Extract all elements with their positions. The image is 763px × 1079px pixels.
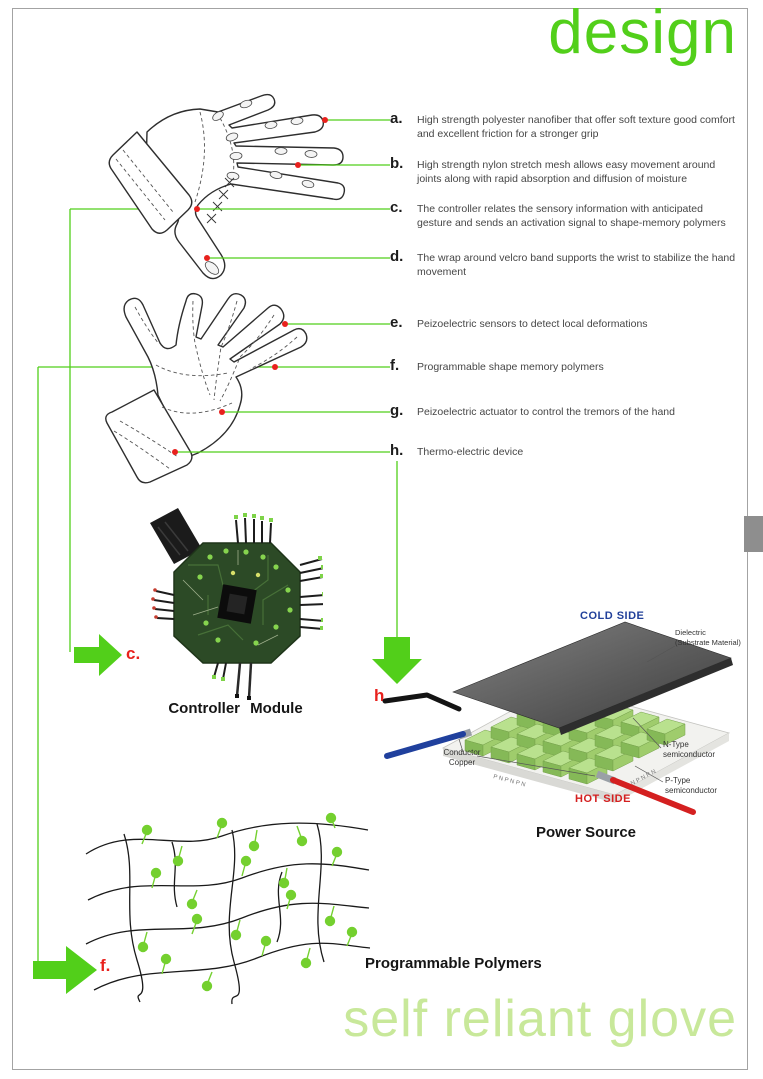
polymer-chains xyxy=(85,822,371,1005)
controller-module-caption: Controller Module xyxy=(168,700,303,717)
programmable-polymers-caption: Programmable Polymers xyxy=(365,955,542,972)
dielectric-label: Dielectric (Substrate Material) xyxy=(675,628,741,647)
annotation-row-g: g. Peizoelectric actuator to control the… xyxy=(390,402,738,420)
glove-palm-cuff xyxy=(105,389,193,484)
glove-back-illustration xyxy=(108,93,346,280)
annotation-text: The wrap around velcro band supports the… xyxy=(417,252,736,279)
power-source-module: P N P N P N P N P N P N COLD SIDE Dielec… xyxy=(375,606,747,856)
arrow-label-c: c. xyxy=(126,644,141,663)
programmable-polymers-illustration xyxy=(85,812,371,1005)
annotation-letter: g. xyxy=(390,402,404,419)
glove-palm-illustration xyxy=(105,292,308,484)
power-source-caption: Power Source xyxy=(535,824,637,841)
cold-side-label: COLD SIDE xyxy=(580,610,645,622)
annotation-text: High strength nylon stretch mesh allows … xyxy=(417,159,716,186)
controller-module-photo xyxy=(150,508,323,700)
annotation-letter: d. xyxy=(390,248,404,265)
polymer-beads xyxy=(137,812,358,992)
annotation-row-b: b. High strength nylon stretch mesh allo… xyxy=(390,155,738,187)
pin-headers xyxy=(153,517,323,680)
annotation-letter: e. xyxy=(390,314,403,331)
poster-title-design: design xyxy=(548,0,737,67)
annotation-row-f: f. Programmable shape memory polymers xyxy=(390,357,738,375)
poster-title-self-reliant-glove: self reliant glove xyxy=(343,990,737,1048)
thermoelectric-diagram: P N P N P N P N P N P N xyxy=(382,621,733,815)
annotation-text: The controller relates the sensory infor… xyxy=(417,203,726,230)
p-type-label: P-Type semiconductor xyxy=(665,776,718,796)
glove-back-outline xyxy=(144,93,346,280)
hot-wire xyxy=(610,777,696,815)
n-type-label: N-Type semiconductor xyxy=(663,740,716,760)
annotation-letter: h. xyxy=(390,442,404,459)
annotation-letter: b. xyxy=(390,155,404,172)
annotation-text: Thermo-electric device xyxy=(417,446,524,458)
glove-back-cuff xyxy=(108,131,193,234)
annotation-row-h: h. Thermo-electric device xyxy=(390,442,738,460)
annotation-row-d: d. The wrap around velcro band supports … xyxy=(390,248,738,280)
annotation-text: Peizoelectric sensors to detect local de… xyxy=(417,318,648,330)
annotation-row-a: a. High strength polyester nanofiber tha… xyxy=(390,110,738,142)
annotation-letter: a. xyxy=(390,110,403,127)
annotation-row-e: e. Peizoelectric sensors to detect local… xyxy=(390,314,738,332)
annotation-row-c: c. The controller relates the sensory in… xyxy=(390,199,738,231)
annotation-text: Peizoelectric actuator to control the tr… xyxy=(417,406,675,418)
braid-seam xyxy=(206,177,235,224)
knuckle-pads xyxy=(204,99,318,275)
dielectric-plate xyxy=(452,621,732,729)
arrow-label-f: f. xyxy=(100,956,111,975)
page-side-tab xyxy=(744,516,763,552)
hot-side-label: HOT SIDE xyxy=(575,793,631,805)
annotation-letter: c. xyxy=(390,199,403,216)
conductor-copper-label: Conductor Copper xyxy=(443,748,481,768)
cold-wire xyxy=(384,731,466,759)
annotation-letter: f. xyxy=(390,357,400,374)
black-wire xyxy=(382,692,462,712)
annotation-text: High strength polyester nanofiber that o… xyxy=(417,114,735,141)
annotation-text: Programmable shape memory polymers xyxy=(417,361,604,373)
